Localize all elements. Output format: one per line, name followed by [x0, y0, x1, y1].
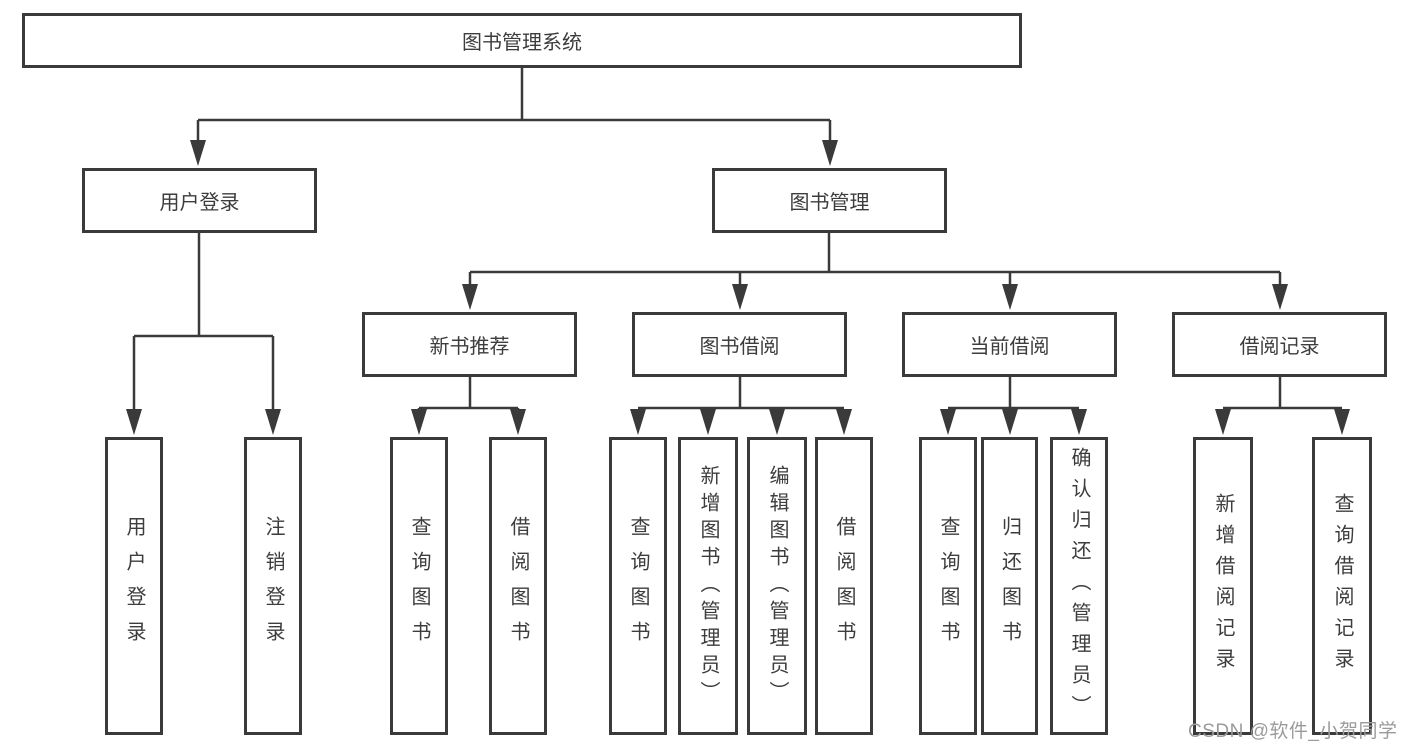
- node-borrowing-records: 借阅记录: [1172, 312, 1387, 377]
- arrow-icon: [836, 409, 852, 435]
- node-label: 图书管理系统: [462, 32, 582, 54]
- arrow-icon: [700, 409, 716, 435]
- arrow-icon: [265, 409, 281, 435]
- leaf-query-books-under-new-book: 查询图书: [390, 437, 448, 735]
- node-book-management: 图书管理: [712, 168, 947, 233]
- arrow-icon: [1002, 284, 1018, 310]
- node-label: 查询图书: [937, 516, 959, 656]
- arrow-icon: [1272, 284, 1288, 310]
- connector-borrow-records-group: [1223, 377, 1342, 410]
- connector-user-login-group: [132, 233, 275, 411]
- watermark: CSDN @软件_小贺同学: [1188, 721, 1398, 742]
- leaf-add-books-admin: 新增图书（管理员）: [678, 437, 738, 735]
- arrow-icon: [411, 409, 427, 435]
- leaf-borrow-books-under-borrowing: 借阅图书: [815, 437, 873, 735]
- leaf-add-borrowing-record: 新增借阅记录: [1193, 437, 1253, 735]
- leaf-edit-books-admin: 编辑图书（管理员）: [747, 437, 807, 735]
- node-user-login: 用户登录: [82, 168, 317, 233]
- arrow-icon: [1002, 409, 1018, 435]
- arrow-icon: [1215, 409, 1231, 435]
- node-label: 查询借阅记录: [1331, 493, 1353, 679]
- arrow-icon: [1334, 409, 1350, 435]
- node-label: 新增借阅记录: [1212, 493, 1234, 679]
- node-label: 图书借阅: [699, 336, 780, 358]
- node-label: 查询图书: [627, 516, 649, 656]
- node-label: 借阅图书: [833, 516, 855, 656]
- arrowheads: [126, 140, 1350, 435]
- node-label: 用户登录: [159, 192, 240, 214]
- leaf-query-borrowing-record: 查询借阅记录: [1312, 437, 1372, 735]
- leaf-user-login: 用户登录: [105, 437, 163, 735]
- node-label: 查询图书: [408, 516, 430, 656]
- node-label: 借阅记录: [1239, 336, 1320, 358]
- connector-current-borrow-group: [948, 377, 1079, 411]
- arrow-icon: [126, 409, 142, 435]
- node-label: 用户登录: [123, 516, 145, 656]
- connector-book-borrow-group: [638, 377, 844, 411]
- arrow-icon: [190, 140, 206, 166]
- arrow-icon: [769, 409, 785, 435]
- arrow-icon: [462, 284, 478, 310]
- node-label: 编辑图书（管理员）: [766, 464, 788, 708]
- connector-new-book-group: [417, 377, 520, 411]
- arrow-icon: [630, 409, 646, 435]
- leaf-borrow-books-under-new-book: 借阅图书: [489, 437, 547, 735]
- leaf-return-books: 归还图书: [981, 437, 1038, 735]
- connector-root: [196, 68, 832, 142]
- node-new-book-recommendation: 新书推荐: [362, 312, 577, 377]
- arrow-icon: [822, 140, 838, 166]
- leaf-logout: 注销登录: [244, 437, 302, 735]
- arrow-icon: [940, 409, 956, 435]
- node-label: 借阅图书: [507, 516, 529, 656]
- node-current-borrowing: 当前借阅: [902, 312, 1117, 377]
- leaf-query-books-under-current: 查询图书: [919, 437, 977, 735]
- arrow-icon: [732, 284, 748, 310]
- arrow-icon: [1071, 409, 1087, 435]
- leaf-query-books-under-borrowing: 查询图书: [609, 437, 667, 735]
- leaf-confirm-return-admin: 确认归还（管理员）: [1050, 437, 1108, 735]
- node-label: 新书推荐: [429, 336, 510, 358]
- node-label: 图书管理: [789, 192, 870, 214]
- node-library-management-system: 图书管理系统: [22, 13, 1022, 68]
- node-label: 当前借阅: [969, 336, 1050, 358]
- connector-book-management-group: [468, 233, 1282, 286]
- node-label: 确认归还（管理员）: [1068, 446, 1090, 726]
- node-label: 注销登录: [262, 516, 284, 656]
- node-label: 归还图书: [998, 516, 1021, 656]
- node-label: 新增图书（管理员）: [697, 464, 719, 708]
- node-book-borrowing: 图书借阅: [632, 312, 847, 377]
- arrow-icon: [510, 409, 526, 435]
